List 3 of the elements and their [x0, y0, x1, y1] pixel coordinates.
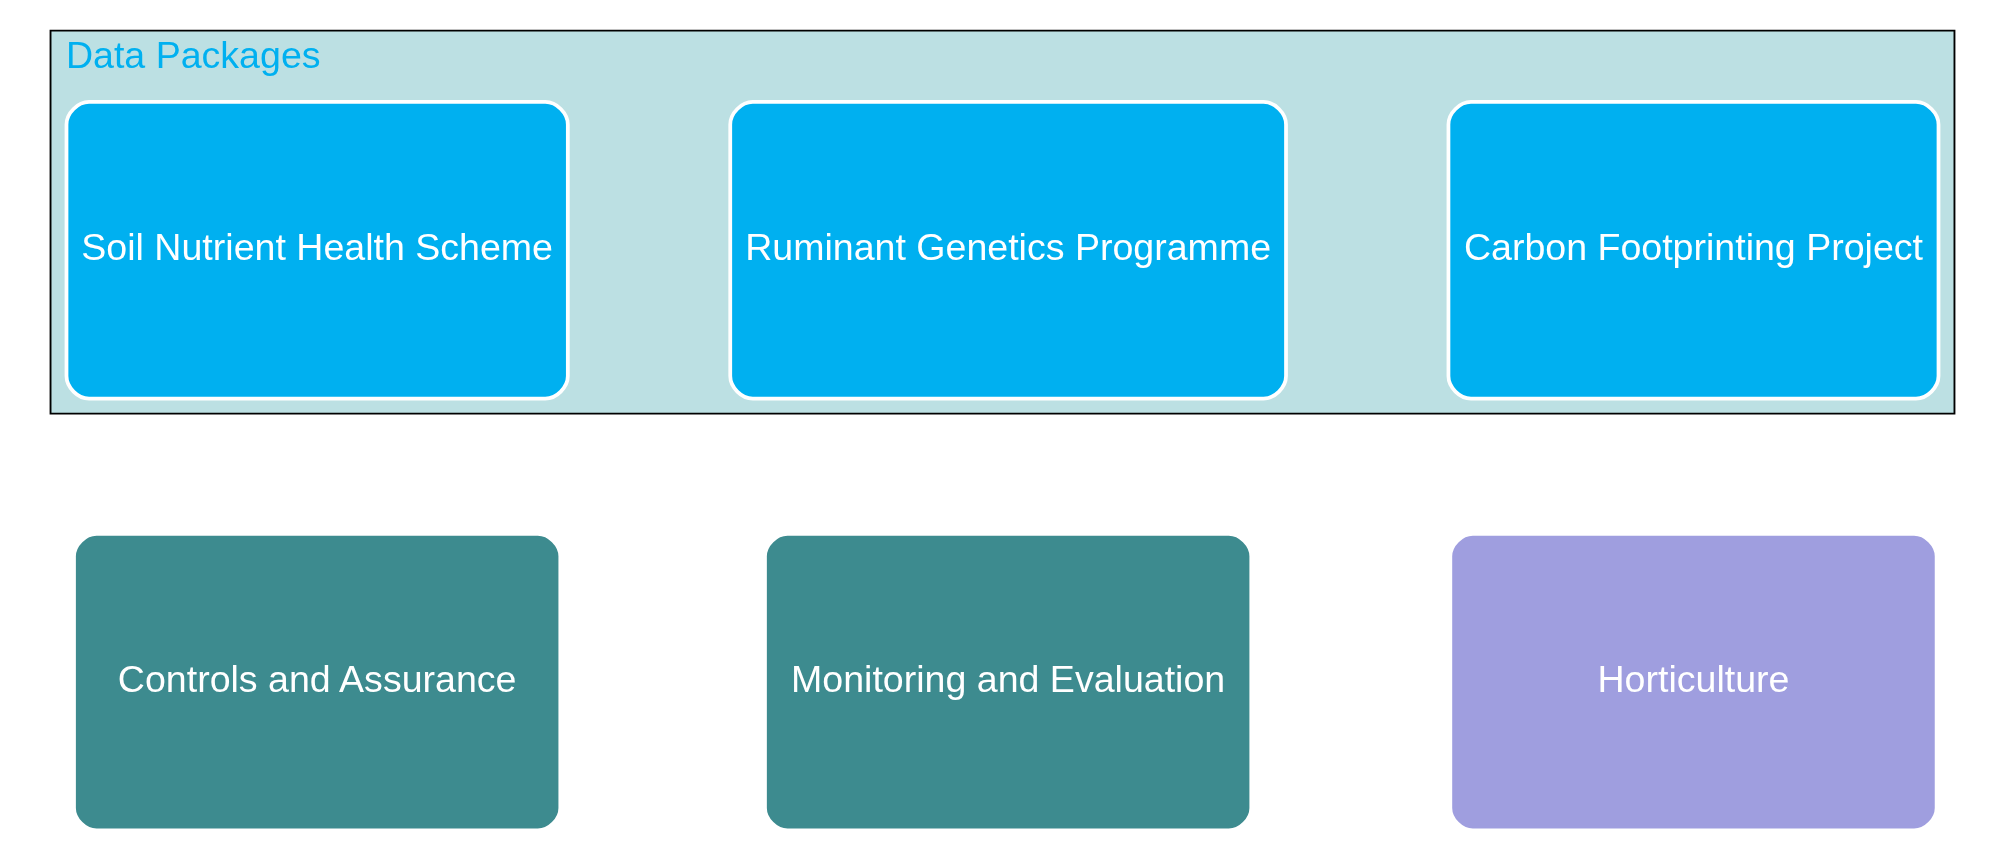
node-box: Soil Nutrient Health Scheme [64, 100, 570, 401]
node-box: Ruminant Genetics Programme [728, 100, 1288, 401]
node-box: Carbon Footprinting Project [1446, 100, 1941, 401]
